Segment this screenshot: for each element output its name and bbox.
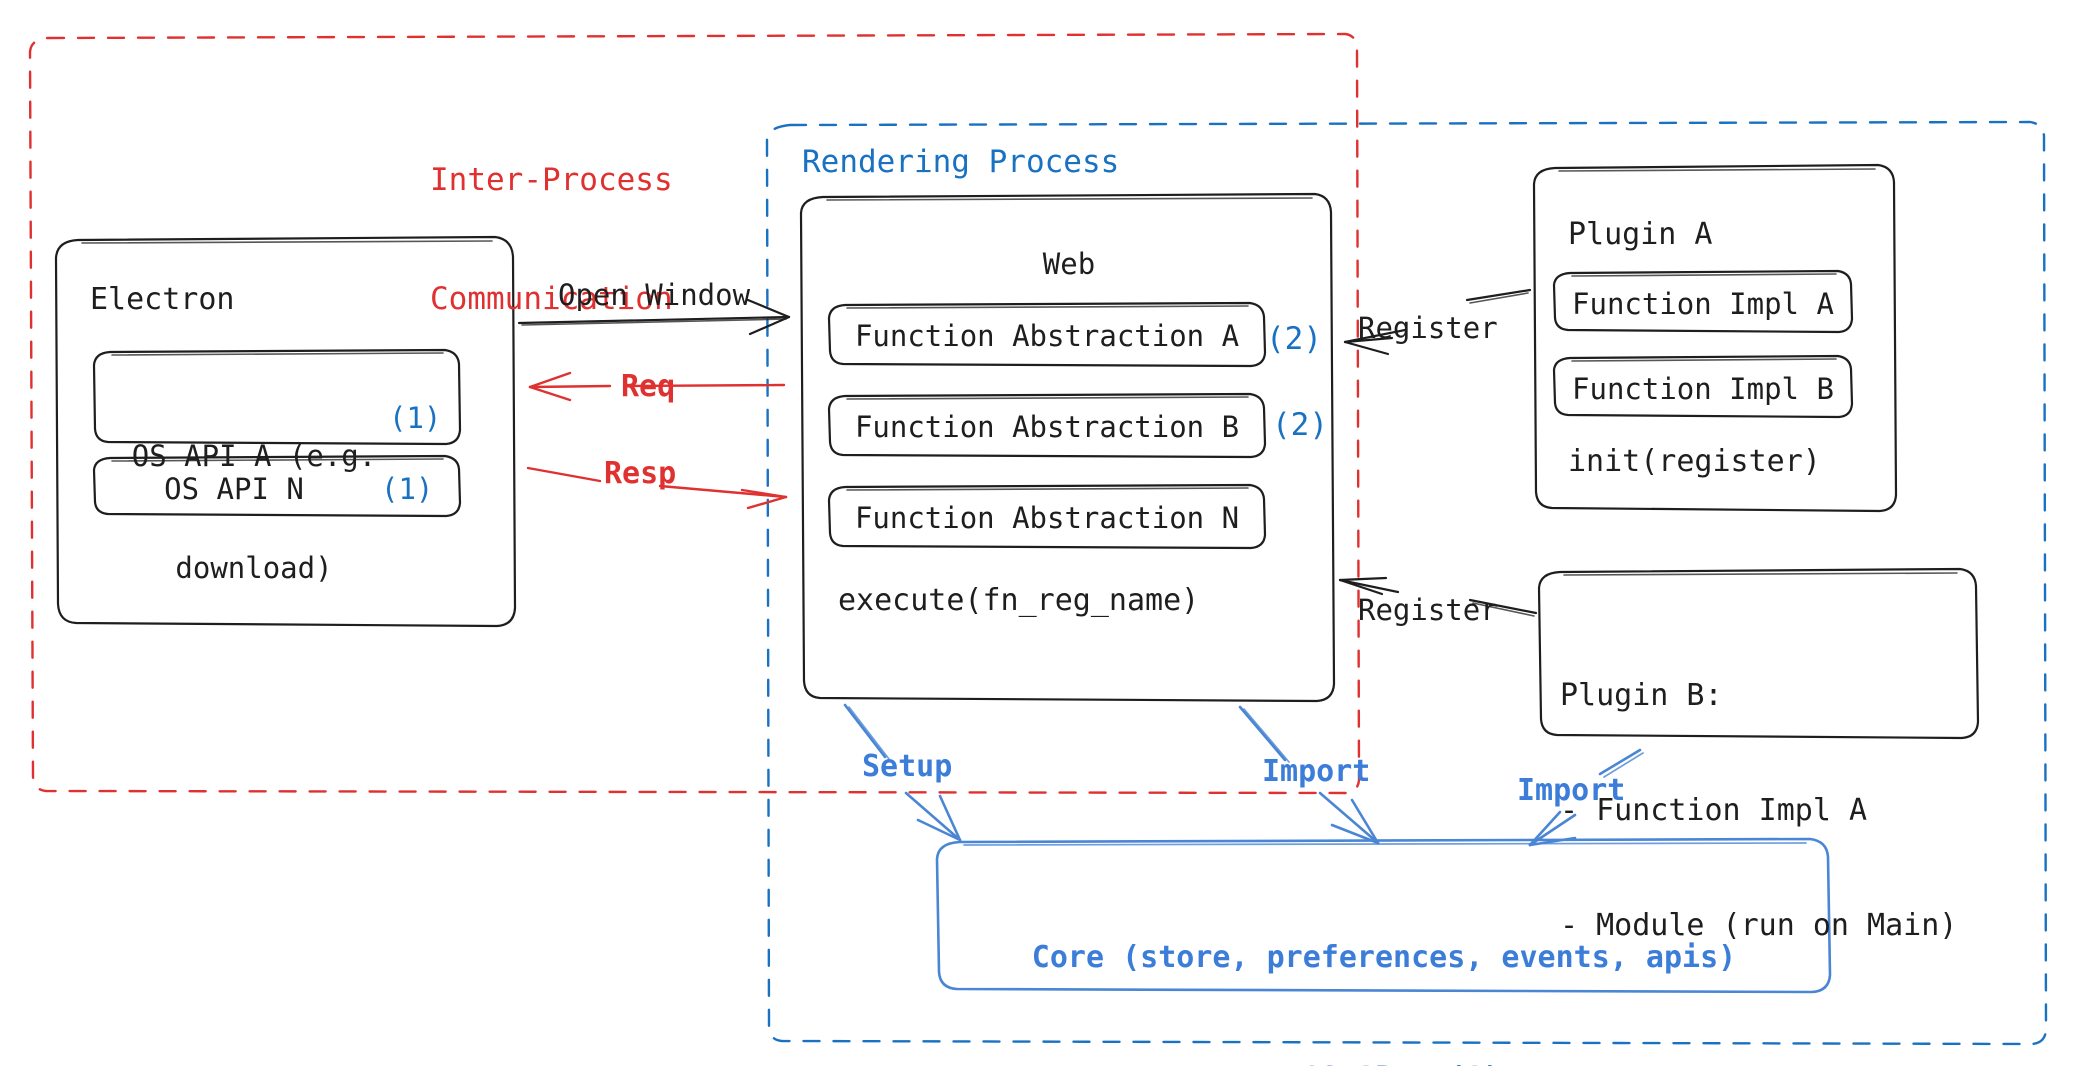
edge-open-window-label: Open Window [558,278,751,312]
edge-import-right-label: Import [1517,773,1626,808]
os-api-a-label-line1: OS API A (e.g. [131,439,377,474]
os-api-n-marker: (1) [381,472,434,506]
core-line-1: Core (store, preferences, events, apis) [1031,940,1737,976]
function-abstraction-n-label: Function Abstraction N [854,501,1240,535]
ipc-region-label-line2: Communication [430,281,673,318]
ipc-region-label-line1: Inter-Process [430,162,673,199]
edge-import-middle-label: Import [1262,754,1371,789]
os-api-n-label: OS API N [164,472,304,506]
web-title: Web [1042,247,1096,281]
plugin-b-item-1: - Function Impl A [1560,792,1868,828]
core-content: Core (store, preferences, events, apis) … [939,858,1829,1066]
core-line-2: - OS APIs (1) [939,1059,1829,1066]
function-impl-a-label: Function Impl A [1572,287,1834,321]
function-abstraction-a-marker: (2) [1266,321,1322,357]
rendering-process-label: Rendering Process [802,144,1120,180]
function-abstraction-a-label: Function Abstraction A [854,319,1240,353]
function-impl-b-label: Function Impl B [1572,372,1834,406]
plugin-b-content: Plugin B: - Function Impl A - Module (ru… [1560,600,1957,1022]
plugin-a-init-label: init(register) [1568,444,1821,479]
os-api-a-label-line2: download) [175,550,333,585]
os-api-a-label: OS API A (e.g. download) [104,364,404,661]
plugin-b-item-2: - Module (run on Main) [1560,908,1958,944]
function-abstraction-b-marker: (2) [1272,407,1328,443]
edge-register-lower-label: Register [1358,593,1498,627]
plugin-a-title: Plugin A [1568,217,1713,252]
edge-resp-label: Resp [604,456,677,491]
os-api-a-marker: (1) [389,401,442,435]
ipc-region-label: Inter-Process Communication [430,82,673,399]
web-execute-label: execute(fn_reg_name) [838,583,1200,618]
edge-register-upper-label: Register [1358,311,1498,345]
plugin-b-title: Plugin B: [1560,677,1723,713]
function-abstraction-b-label: Function Abstraction B [854,410,1240,444]
edge-setup-label: Setup [862,749,953,784]
electron-title: Electron [90,282,235,317]
edge-req-label: Req [621,369,676,404]
